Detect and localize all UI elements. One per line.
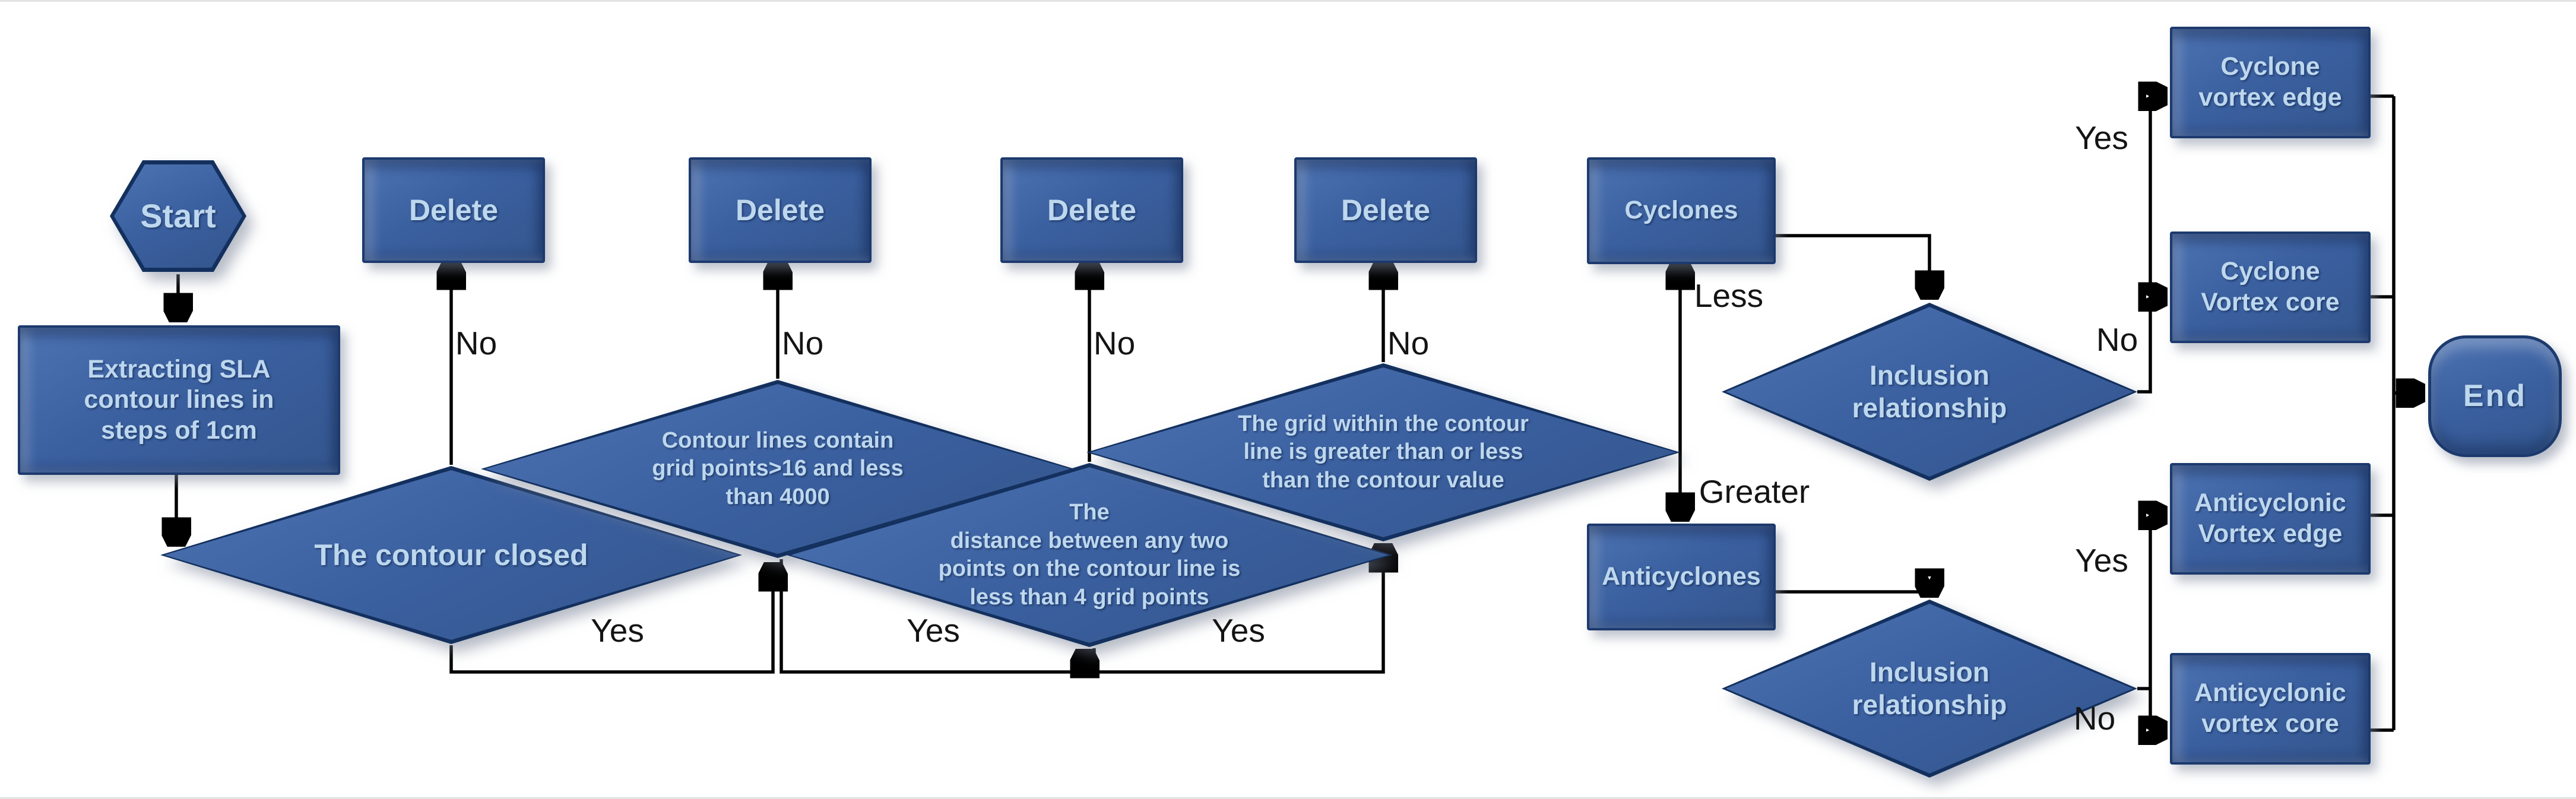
figure-border-bottom xyxy=(0,797,2576,799)
edge-inclusion2-yes xyxy=(2137,515,2165,730)
grid-within-label: The grid within the contour line is grea… xyxy=(1238,411,1529,493)
delete-label-1: Delete xyxy=(408,194,499,227)
cyclone-vortex-core-node: Cyclone Vortex core xyxy=(2170,232,2371,343)
inclusion-decision-anticyclone: Inclusion relationship xyxy=(1722,600,2137,778)
yes-label-3: Yes xyxy=(1212,612,1265,649)
start-node: Start xyxy=(110,160,246,272)
edge-inclusion1-yes xyxy=(2137,96,2165,394)
end-label: End xyxy=(2463,379,2527,414)
anticyclonic-vortex-edge-node: Anticyclonic Vortex edge xyxy=(2170,463,2371,575)
no-label-1: No xyxy=(455,325,498,362)
greater-label: Greater xyxy=(1699,473,1810,510)
anticyclones-label: Anticyclones xyxy=(1602,562,1761,591)
cyclone-vortex-edge-label: Cyclone vortex edge xyxy=(2198,52,2342,112)
edge-yes-1 xyxy=(449,565,773,674)
yes-label-inclusion-cyclone: Yes xyxy=(2075,119,2128,156)
edge-collector xyxy=(2366,94,2396,732)
no-label-2: No xyxy=(781,325,824,362)
extract-sla-label: Extracting SLA contour lines in steps of… xyxy=(84,354,274,445)
edge-cyclones-inclusion xyxy=(1772,234,1929,297)
end-node: End xyxy=(2428,335,2562,457)
yes-label-1: Yes xyxy=(591,612,644,649)
anticyclonic-vortex-core-label: Anticyclonic vortex core xyxy=(2194,678,2346,738)
delete-node-1: Delete xyxy=(362,157,545,263)
no-label-inclusion-cyclone: No xyxy=(2096,321,2138,358)
cyclones-node: Cyclones xyxy=(1587,157,1776,264)
no-label-4: No xyxy=(1387,325,1430,362)
no-label-3: No xyxy=(1093,325,1136,362)
no-label-inclusion-anticyclone: No xyxy=(2073,700,2116,737)
extract-sla-node: Extracting SLA contour lines in steps of… xyxy=(18,325,340,475)
anticyclones-node: Anticyclones xyxy=(1587,524,1776,630)
cyclone-vortex-core-label: Cyclone Vortex core xyxy=(2201,257,2340,316)
yes-label-inclusion-anticyclone: Yes xyxy=(2075,542,2128,579)
inclusion-cyclone-label: Inclusion relationship xyxy=(1852,359,2007,423)
delete-node-3: Delete xyxy=(1000,157,1183,263)
grid-points-label: Contour lines contain grid points>16 and… xyxy=(652,427,904,509)
edge-yes-2 xyxy=(780,559,1085,672)
contour-closed-label: The contour closed xyxy=(314,538,588,572)
inclusion-decision-cyclone: Inclusion relationship xyxy=(1722,303,2137,481)
grid-within-decision: The grid within the contour line is grea… xyxy=(1086,363,1680,541)
anticyclonic-vortex-edge-label: Anticyclonic Vortex edge xyxy=(2194,489,2346,548)
cyclone-vortex-edge-node: Cyclone vortex edge xyxy=(2170,27,2371,138)
delete-label-2: Delete xyxy=(735,194,825,227)
start-label: Start xyxy=(140,197,216,235)
distance-label: The distance between any two points on t… xyxy=(938,500,1241,610)
less-label: Less xyxy=(1694,277,1764,314)
cyclones-label: Cyclones xyxy=(1624,196,1738,225)
edge-yes-3 xyxy=(1092,546,1383,674)
edge-anticyclones-inclusion xyxy=(1772,592,1929,595)
delete-label-3: Delete xyxy=(1047,194,1137,227)
delete-label-4: Delete xyxy=(1341,194,1431,227)
anticyclonic-vortex-core-node: Anticyclonic vortex core xyxy=(2170,653,2371,765)
delete-node-2: Delete xyxy=(689,157,872,263)
delete-node-4: Delete xyxy=(1294,157,1477,263)
figure-border-top xyxy=(0,0,2576,2)
inclusion-anticyclone-label: Inclusion relationship xyxy=(1852,656,2007,720)
yes-label-2: Yes xyxy=(907,612,960,649)
